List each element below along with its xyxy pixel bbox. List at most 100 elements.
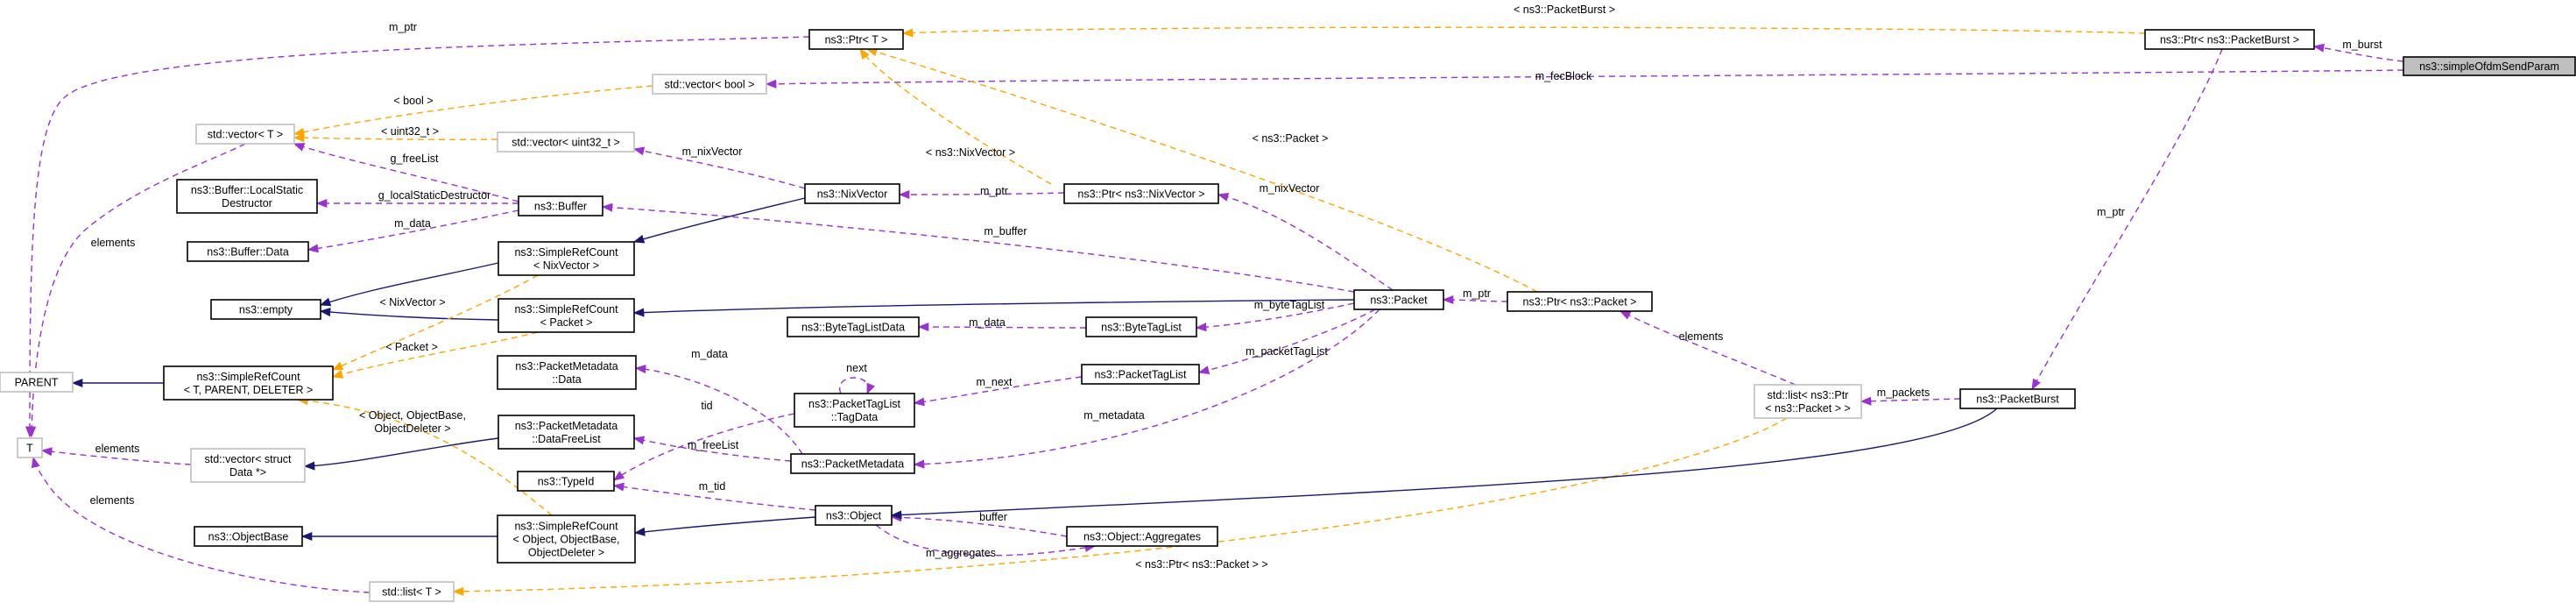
edge-label: m_nixVector <box>682 145 743 158</box>
edge-label: m_fecBlock <box>1535 70 1592 82</box>
class-node-pm-data[interactable]: ns3::PacketMetadata::Data <box>497 355 637 390</box>
class-node-object-agg[interactable]: ns3::Object::Aggregates <box>1066 526 1218 547</box>
class-node-list-t[interactable]: std::list< T > <box>369 581 455 602</box>
class-node-label: ns3::Buffer::LocalStatic <box>191 184 303 196</box>
class-node-box <box>210 299 321 320</box>
usage-edge <box>612 413 795 481</box>
class-node-packetburst[interactable]: ns3::PacketBurst <box>1959 388 2076 409</box>
class-node-packet[interactable]: ns3::Packet <box>1353 289 1444 310</box>
usage-edge <box>838 377 875 395</box>
class-node-label: std::vector< T > <box>208 129 283 141</box>
class-node-ptr-nixvector[interactable]: ns3::Ptr< ns3::NixVector > <box>1063 183 1219 204</box>
usage-edge <box>612 482 816 511</box>
usage-edge <box>1860 396 1961 406</box>
class-node-box <box>497 355 637 390</box>
usage-edge <box>601 202 1355 293</box>
class-node-buffer[interactable]: ns3::Buffer <box>518 195 603 216</box>
usage-edge <box>27 143 246 438</box>
template-edge <box>452 417 1788 596</box>
class-node-vector-bool[interactable]: std::vector< bool > <box>652 74 767 95</box>
class-node-pm-dfl[interactable]: ns3::PacketMetadata::DataFreeList <box>498 415 635 450</box>
class-node-box <box>815 505 893 526</box>
class-node-label: Destructor <box>222 197 272 209</box>
usage-edge <box>890 513 1068 537</box>
class-node-src-t[interactable]: ns3::SimpleRefCount< T, PARENT, DELETER … <box>163 365 334 401</box>
class-node-list-ptr-packet[interactable]: std::list< ns3::Ptr< ns3::Packet > > <box>1754 384 1862 419</box>
class-node-label: ns3::SimpleRefCount <box>514 246 618 259</box>
edge-label: m_packetTagList <box>1246 345 1328 358</box>
inherit-edge <box>303 437 499 471</box>
class-node-box <box>498 298 635 333</box>
template-edge <box>331 331 539 379</box>
class-node-src-object[interactable]: ns3::SimpleRefCount< Object, ObjectBase,… <box>497 514 636 564</box>
edge-label: m_ptr <box>2097 206 2125 218</box>
class-node-objectbase[interactable]: ns3::ObjectBase <box>194 526 303 547</box>
class-node-vector-t[interactable]: std::vector< T > <box>195 124 295 145</box>
class-node-bytetaglistdata[interactable]: ns3::ByteTagListData <box>787 316 920 337</box>
usage-edge <box>40 447 192 465</box>
edge-label: m_ptr <box>1463 287 1491 300</box>
class-node-ptr-packetburst[interactable]: ns3::Ptr< ns3::PacketBurst > <box>2144 29 2315 50</box>
inherit-edge <box>319 308 499 321</box>
class-node-packettaglist[interactable]: ns3::PacketTagList <box>1081 364 1200 385</box>
class-node-t[interactable]: T <box>17 437 43 458</box>
class-node-label: ns3::Packet <box>1370 294 1428 307</box>
class-node-label: < Object, ObjectBase, <box>513 534 620 546</box>
class-node-label: ns3::Ptr< ns3::Packet > <box>1523 296 1637 309</box>
class-node-simpleofdm[interactable]: ns3::simpleOfdmSendParam <box>2403 56 2576 76</box>
class-node-ptr-t[interactable]: ns3::Ptr< T > <box>808 29 904 50</box>
class-node-label: ns3::SimpleRefCount <box>514 521 618 533</box>
class-node-label: < ns3::Packet > > <box>1765 402 1851 415</box>
class-node-label: std::vector< struct <box>205 453 293 465</box>
class-node-ptl-tagdata[interactable]: ns3::PacketTagList::TagData <box>794 393 915 428</box>
class-node-label: std::list< ns3::Ptr <box>1768 389 1849 401</box>
class-node-label: std::vector< bool > <box>665 79 755 91</box>
usage-edge <box>1197 309 1376 375</box>
usage-edge <box>913 309 1380 469</box>
class-node-label: PARENT <box>15 377 59 389</box>
edge-label: m_next <box>977 376 1013 388</box>
edge-label: < ns3::Packet > <box>1253 132 1329 145</box>
class-node-label: ns3::PacketTagList <box>808 398 900 410</box>
class-node-bytetaglist[interactable]: ns3::ByteTagList <box>1085 316 1197 337</box>
class-node-label: ns3::NixVector <box>817 188 888 201</box>
class-node-src-packet[interactable]: ns3::SimpleRefCount< Packet > <box>498 298 635 333</box>
edge-label: elements <box>95 443 140 455</box>
usage-edge <box>898 189 1065 200</box>
class-node-buffer-data[interactable]: ns3::Buffer::Data <box>187 241 309 262</box>
class-node-label: ::DataFreeList <box>532 433 601 445</box>
class-node-label: ns3::TypeId <box>538 476 595 488</box>
class-node-label: ns3::ObjectBase <box>208 531 289 543</box>
template-edge <box>901 26 2146 38</box>
class-node-nixvector[interactable]: ns3::NixVector <box>804 183 900 204</box>
class-node-box <box>2403 56 2576 76</box>
edge-label: next <box>846 362 867 374</box>
class-node-label: ns3::PacketBurst <box>1976 394 2059 406</box>
class-node-vector-uint32[interactable]: std::vector< uint32_t > <box>497 131 635 152</box>
template-edge <box>296 396 553 516</box>
template-edge <box>293 133 498 143</box>
class-node-box <box>652 74 767 95</box>
class-node-box <box>2144 29 2315 50</box>
class-node-label: ns3::SimpleRefCount <box>514 303 618 316</box>
class-node-parent[interactable]: PARENT <box>0 372 74 393</box>
edge-label: buffer <box>979 511 1007 523</box>
class-node-empty[interactable]: ns3::empty <box>210 299 321 320</box>
edge-label: < bool > <box>393 95 433 107</box>
class-node-box <box>497 514 636 564</box>
class-node-src-nixvector[interactable]: ns3::SimpleRefCount< NixVector > <box>498 241 635 276</box>
edge-label: m_data <box>394 217 431 230</box>
edge-label: < uint32_t > <box>381 125 439 138</box>
class-node-packetmetadata[interactable]: ns3::PacketMetadata <box>790 453 915 474</box>
class-node-ptr-packet[interactable]: ns3::Ptr< ns3::Packet > <box>1507 291 1653 312</box>
class-node-label: ns3::empty <box>239 304 293 316</box>
class-node-label: < NixVector > <box>533 259 599 272</box>
usage-edge <box>1217 192 1394 291</box>
class-node-typeid[interactable]: ns3::TypeId <box>517 471 615 492</box>
class-node-label: std::vector< uint32_t > <box>512 137 620 149</box>
class-node-box <box>190 448 306 483</box>
class-node-object[interactable]: ns3::Object <box>815 505 893 526</box>
